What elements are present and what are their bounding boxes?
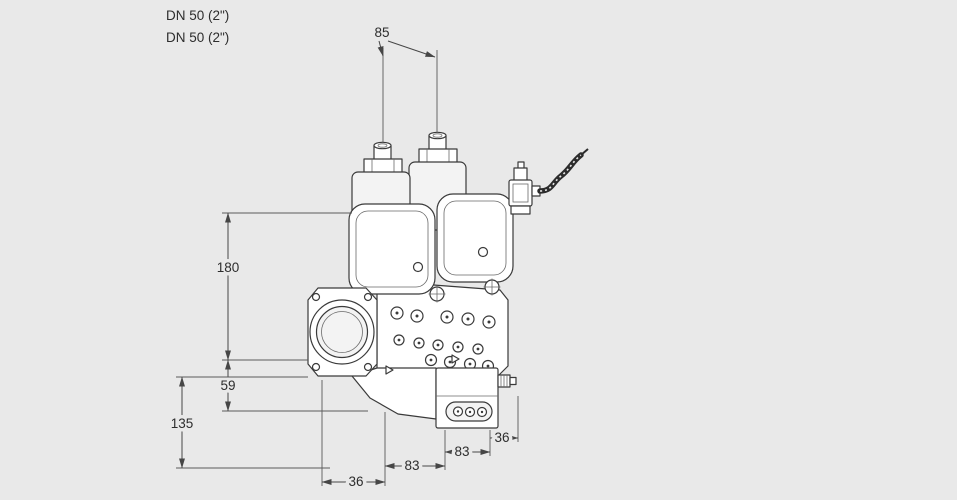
plug-connector bbox=[508, 161, 541, 215]
connection-cable bbox=[537, 148, 589, 194]
flange-bolt-hole bbox=[311, 292, 321, 302]
governor-block bbox=[435, 367, 517, 429]
dim-180-label: 180 bbox=[217, 260, 240, 275]
flange-bolt-hole bbox=[311, 362, 321, 372]
dimension-59: 59 bbox=[217, 359, 368, 412]
dim-36-left-label: 36 bbox=[348, 474, 363, 489]
dim-83-right-label: 83 bbox=[454, 444, 469, 459]
dim-36-right-label: 36 bbox=[494, 430, 509, 445]
dn-labels: DN 50 (2") DN 50 (2") bbox=[166, 8, 229, 45]
dn-label-bottom: DN 50 (2") bbox=[166, 30, 229, 45]
coil-housing-right bbox=[436, 193, 514, 283]
actuator-hex-cap bbox=[418, 148, 458, 164]
flange-bore bbox=[315, 305, 369, 359]
measurement-ports bbox=[428, 278, 501, 303]
dn-label-top: DN 50 (2") bbox=[166, 8, 229, 23]
dimension-180: 180 bbox=[213, 212, 352, 361]
dimension-85: 85 bbox=[371, 22, 438, 143]
actuator-hex-cap bbox=[363, 158, 403, 174]
flow-direction-mark bbox=[451, 354, 460, 364]
dim-135-label: 135 bbox=[171, 416, 194, 431]
coil-housing-left bbox=[348, 203, 436, 295]
flange-bolt-hole bbox=[363, 362, 373, 372]
inlet-flange bbox=[307, 287, 378, 377]
dimension-135: 135 bbox=[167, 376, 330, 469]
dimension-chain-bottom: 36 83 83 36 bbox=[321, 380, 519, 493]
dim-59-label: 59 bbox=[220, 378, 235, 393]
flow-direction-mark bbox=[385, 365, 394, 375]
dim-85-label: 85 bbox=[374, 25, 389, 40]
bolt-pattern bbox=[385, 306, 496, 375]
flange-bolt-hole bbox=[363, 292, 373, 302]
dim-83-left-label: 83 bbox=[404, 458, 419, 473]
